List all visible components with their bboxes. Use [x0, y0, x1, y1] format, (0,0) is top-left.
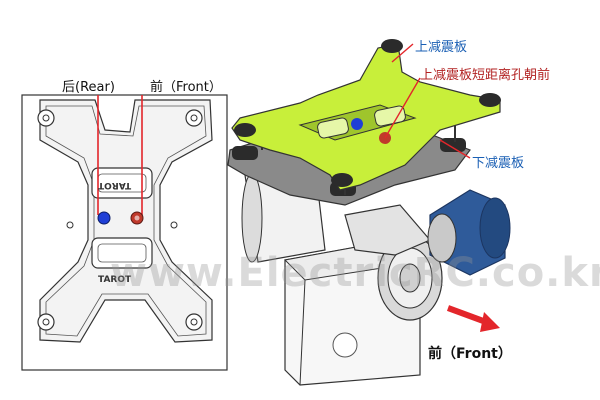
label-rear: 后(Rear) [62, 80, 115, 95]
left-plate-drawing [21, 94, 228, 371]
upper-plate [231, 39, 501, 191]
pitch-motor [427, 189, 511, 276]
watermark: www.ElectricRC.co.kr [110, 250, 600, 296]
front-arrow [446, 305, 500, 332]
label-lower-plate: 下减震板 [472, 156, 525, 171]
label-front-bottom: 前（Front） [428, 346, 512, 362]
left-plate-text-top: TAROT [98, 180, 132, 190]
label-front-top: 前（Front） [150, 80, 222, 95]
label-upper-plate-short-hole: 上减震板短距离孔朝前 [420, 68, 551, 83]
upper-blue-dot [351, 118, 363, 130]
label-upper-plate: 上减震板 [415, 40, 468, 55]
left-corner-holes [37, 109, 203, 331]
roll-motor [377, 235, 443, 321]
gimbal-3d-illustration [227, 39, 511, 386]
rear-blue-dot [97, 211, 111, 225]
left-plate-text-bottom: TAROT [98, 275, 132, 285]
